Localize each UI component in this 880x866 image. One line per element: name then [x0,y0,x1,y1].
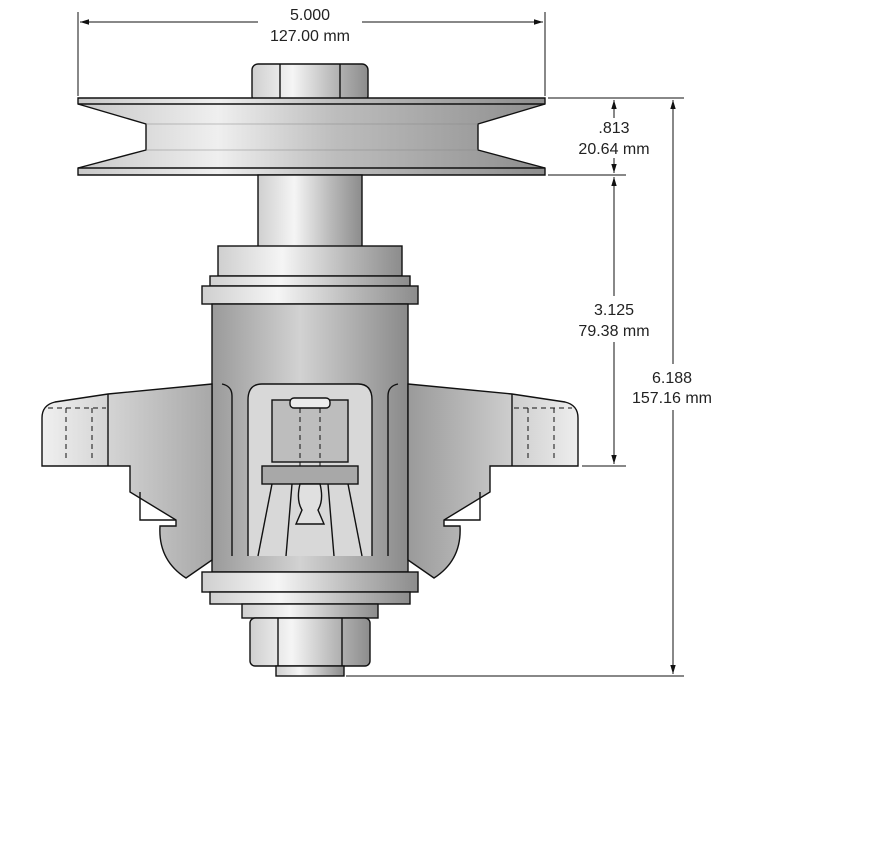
dimension-overall-height: 6.188 157.16 mm [632,100,712,674]
pulley-diameter-mm: 127.00 mm [270,28,350,45]
dimension-pulley-height: .813 20.64 mm [578,100,650,173]
right-mounting-flange [407,383,579,579]
pulley [77,97,546,176]
overall-height-inch: 6.188 [652,370,692,387]
left-mounting-flange [41,383,213,579]
top-nut [251,63,369,103]
bottom-nut [249,617,371,677]
lower-bearing-ring [209,591,411,605]
dimension-pulley-to-mount: 3.125 79.38 mm [578,177,650,464]
pulley-to-mount-mm: 79.38 mm [578,323,649,340]
upper-washer [201,285,419,305]
pulley-height-inch: .813 [598,120,629,137]
spindle-part [41,63,579,677]
upper-bearing-collar [217,245,403,277]
lower-spacer [241,603,379,619]
lower-washer [201,571,419,593]
pulley-height-mm: 20.64 mm [578,141,649,158]
upper-bearing-ring [209,275,411,287]
overall-height-mm: 157.16 mm [632,390,712,407]
dimension-pulley-diameter: 5.000 127.00 mm [77,7,546,96]
pulley-diameter-inch: 5.000 [290,7,330,24]
center-rib-detail [221,383,399,557]
pulley-to-mount-inch: 3.125 [594,302,634,319]
shaft [257,174,363,248]
